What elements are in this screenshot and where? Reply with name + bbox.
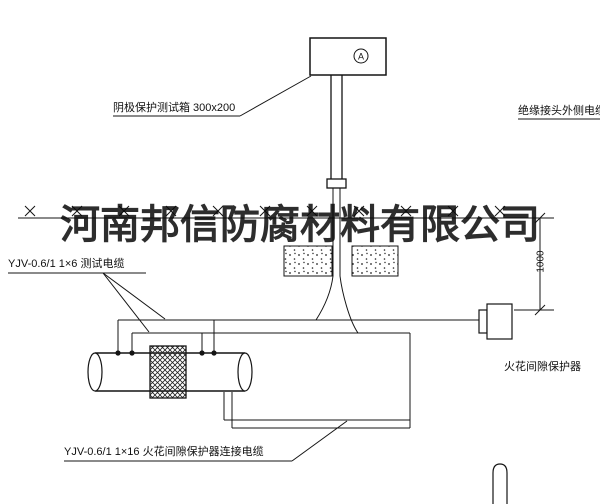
cable-runs bbox=[117, 319, 479, 429]
test-box-label: 阴极保护测试箱 300x200 bbox=[113, 102, 236, 114]
test-cable-label: YJV-0.6/1 1×6 测试电缆 bbox=[8, 258, 125, 270]
spark-gap-label: 火花间隙保护器 bbox=[504, 361, 581, 373]
buried-cable-tails bbox=[315, 258, 359, 334]
test-cable-leader-1 bbox=[102, 272, 166, 320]
pipeline bbox=[87, 345, 253, 399]
pipe-end-cap-right bbox=[237, 352, 253, 392]
dimension-tick-bottom bbox=[534, 304, 546, 316]
spark-gap-protector-symbol bbox=[478, 303, 513, 340]
dimension-text: 1000 bbox=[535, 250, 547, 273]
insulating-joint bbox=[149, 345, 187, 399]
test-cable-leader-2 bbox=[102, 272, 150, 333]
leader-lines bbox=[8, 75, 600, 462]
dimension-tick-top bbox=[534, 212, 546, 224]
conduit-coupling bbox=[326, 178, 347, 189]
spark-gap-cable-label: YJV-0.6/1 1×16 火花间隙保护器连接电缆 bbox=[64, 446, 264, 458]
soil-hatch-marks bbox=[24, 205, 506, 217]
concrete-blocks bbox=[283, 245, 399, 277]
ammeter-symbol: A bbox=[353, 48, 369, 64]
dimension-line bbox=[514, 212, 554, 316]
pipe-end-cap-left bbox=[87, 352, 103, 392]
spark-cable-leader bbox=[291, 420, 348, 462]
outer-cable-label: 绝缘接头外侧电缆 bbox=[518, 105, 600, 117]
cable-weld-dots bbox=[115, 350, 217, 356]
riser-conduit bbox=[326, 75, 347, 258]
test-box-outline bbox=[309, 37, 387, 76]
ammeter-letter: A bbox=[358, 52, 364, 62]
ground-rod-symbol bbox=[492, 463, 508, 504]
test-box-symbol: A bbox=[309, 37, 387, 76]
test-box-leader bbox=[239, 75, 312, 117]
